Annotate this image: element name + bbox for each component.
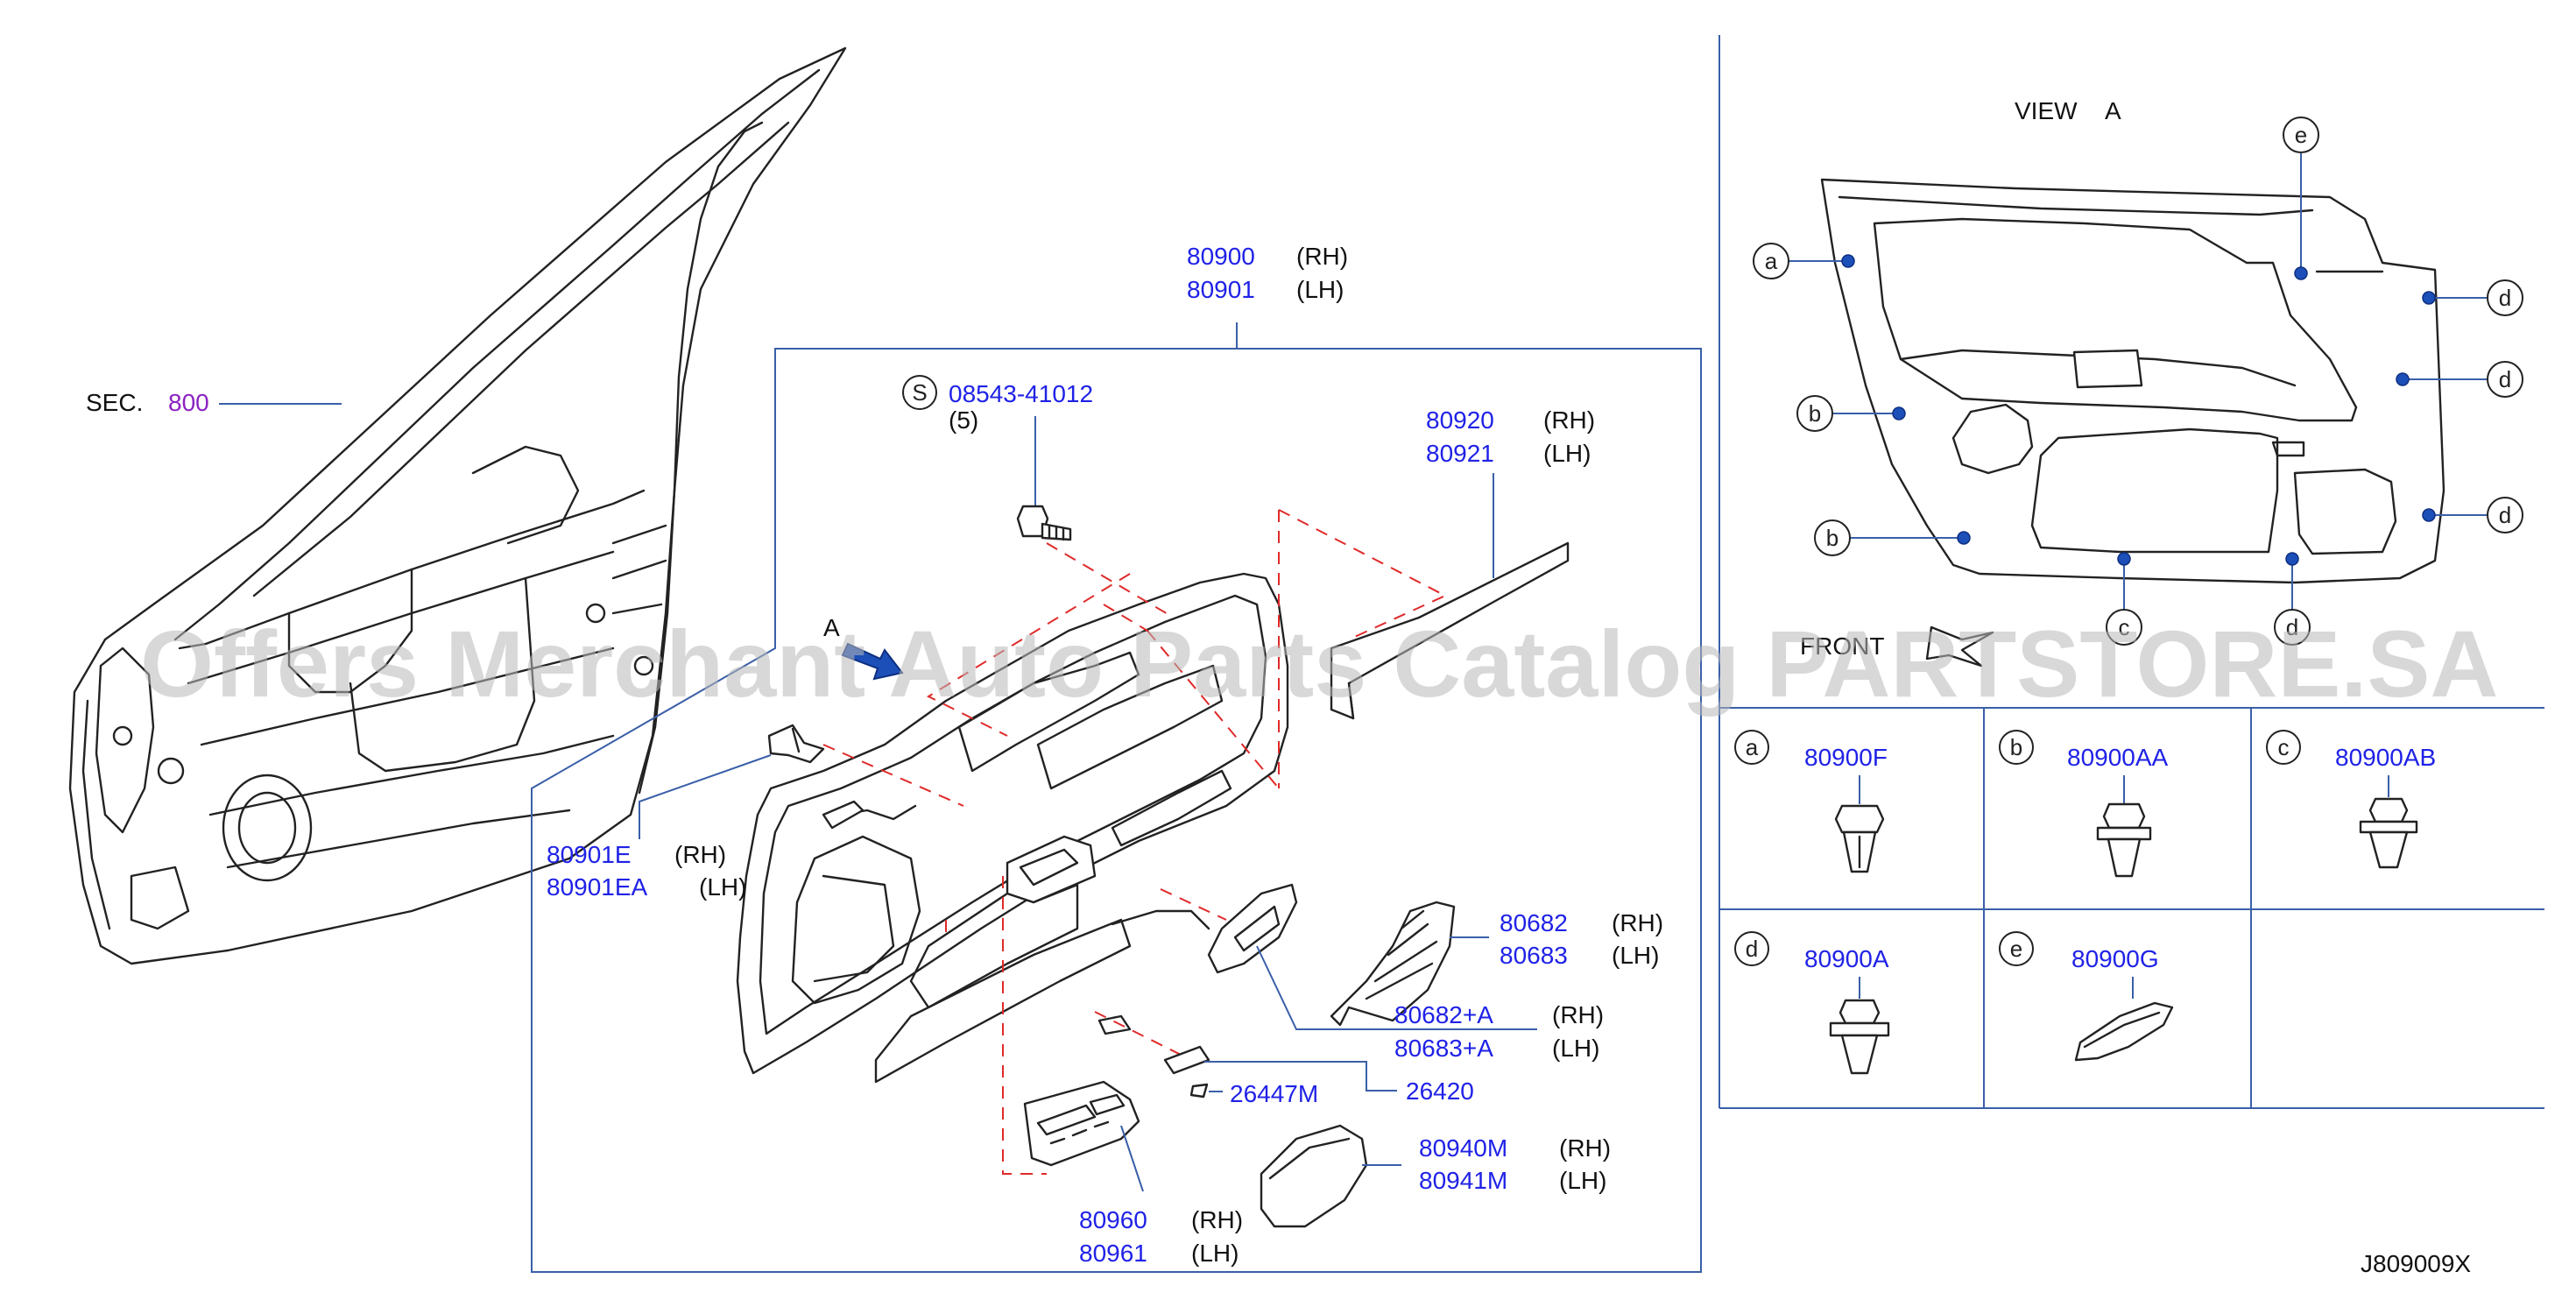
clip-cell-e: e 80900G (1999, 931, 2174, 1062)
armrest-pad-80940M-drawing (1260, 1124, 1368, 1228)
side-rh: (RH) (1559, 1134, 1611, 1162)
door-shell-drawing (68, 46, 847, 965)
part-80683[interactable]: 80683 (1500, 942, 1568, 969)
part-80900A[interactable]: 80900A (1804, 945, 1889, 972)
side-lh: (LH) (699, 873, 746, 901)
callout-b: b (1826, 525, 1838, 551)
escutcheon-80682A-drawing (1207, 883, 1298, 974)
side-lh: (LH) (1559, 1167, 1606, 1194)
part-08543-41012[interactable]: 08543-41012 (949, 380, 1093, 407)
clip-location-dot (2422, 508, 2436, 522)
part-80682+A[interactable]: 80682+A (1394, 1001, 1493, 1028)
part-80960[interactable]: 80960 (1079, 1206, 1147, 1233)
part-80900G[interactable]: 80900G (2071, 945, 2159, 972)
part-26420[interactable]: 26420 (1406, 1077, 1474, 1105)
side-lh: (LH) (1552, 1035, 1599, 1062)
screw-symbol-circle (902, 375, 937, 410)
part-80900AA[interactable]: 80900AA (2067, 744, 2169, 771)
sec-label: SEC. (86, 389, 143, 416)
view-letter: A (2105, 97, 2121, 124)
watermark-text: Offers Merchant Auto Parts Catalog PARTS… (140, 611, 2498, 717)
door-trim-panel-drawing (736, 572, 1289, 1084)
cover-80682-drawing (1330, 901, 1456, 1027)
screw-drawing (1016, 505, 1072, 541)
clip-location-dot (2285, 552, 2299, 566)
side-lh: (LH) (1296, 276, 1344, 303)
assembly-dashed-lines (822, 509, 1448, 1175)
callout-d: d (2499, 502, 2511, 528)
clip-cell-a: a 80900F (1734, 730, 1888, 873)
part-80941M[interactable]: 80941M (1419, 1167, 1507, 1194)
clip-letter: d (1746, 936, 1758, 962)
side-rh: (RH) (674, 841, 726, 868)
leader-80901E (639, 754, 772, 839)
part-80901EA[interactable]: 80901EA (547, 873, 648, 901)
clip-cell-d: d 80900A (1734, 931, 1890, 1075)
clip-location-dot (1957, 531, 1971, 545)
screw-quantity: (5) (949, 406, 978, 434)
side-lh: (LH) (1612, 942, 1659, 969)
clip-location-dot (2117, 552, 2131, 566)
clip-location-dot (2294, 266, 2308, 280)
leader-26420 (1204, 1061, 1397, 1092)
side-lh: (LH) (1191, 1240, 1239, 1267)
clip-location-dot (1841, 254, 1855, 268)
side-rh: (RH) (1296, 243, 1348, 270)
callout-e: e (2295, 122, 2307, 148)
callout-c: c (2119, 614, 2130, 640)
clip-location-dot (2422, 291, 2436, 305)
clip-letter: a (1746, 734, 1759, 760)
front-label: FRONT (1800, 632, 1884, 660)
screw-symbol: S (912, 379, 927, 406)
view-label: VIEW (2015, 97, 2078, 124)
part-80900AB[interactable]: 80900AB (2335, 744, 2436, 771)
part-80961[interactable]: 80961 (1079, 1240, 1147, 1267)
part-26447M[interactable]: 26447M (1230, 1080, 1318, 1107)
trim-assembly-frame (531, 348, 1702, 1273)
view-a-panel-drawing (1820, 178, 2445, 584)
side-lh: (LH) (1543, 440, 1591, 467)
sec-number-link[interactable]: 800 (168, 389, 209, 416)
part-80682[interactable]: 80682 (1500, 909, 1568, 936)
callout-d: d (2499, 366, 2511, 392)
leader-80682A (1256, 945, 1537, 1030)
window-switch-80960-drawing (1023, 1080, 1140, 1167)
switch-26420-drawing (1163, 1045, 1210, 1099)
part-80920[interactable]: 80920 (1426, 406, 1494, 434)
view-a-callouts: a b b c d d d d e (1753, 117, 2523, 646)
part-80901[interactable]: 80901 (1187, 276, 1255, 303)
clip-80901E-drawing (767, 724, 825, 764)
side-rh: (RH) (1552, 1001, 1604, 1028)
view-arrow-letter: A (823, 614, 840, 641)
side-rh: (RH) (1543, 406, 1595, 434)
callout-a: a (1765, 248, 1778, 274)
door-trim-strip-drawing (1330, 541, 1570, 720)
clip-letter: b (2010, 734, 2022, 760)
clip-cell-c: c 80900AB (2266, 730, 2436, 869)
clip-location-dot (1892, 406, 1906, 420)
view-arrow-icon (841, 642, 904, 681)
side-rh: (RH) (1191, 1206, 1243, 1233)
part-80683+A[interactable]: 80683+A (1394, 1035, 1493, 1062)
leader-80960 (1120, 1125, 1144, 1192)
clip-letter: e (2010, 936, 2022, 962)
callout-circle (1753, 243, 1789, 279)
clip-letter: c (2278, 734, 2290, 760)
clip-table-grid (1719, 707, 2544, 1109)
callout-b: b (1809, 400, 1821, 427)
part-80901E[interactable]: 80901E (547, 841, 632, 868)
part-80900F[interactable]: 80900F (1804, 744, 1888, 771)
part-80900[interactable]: 80900 (1187, 243, 1255, 270)
diagram-code: J809009X (2361, 1250, 2471, 1277)
front-arrow-icon (1925, 625, 1994, 668)
side-rh: (RH) (1612, 909, 1663, 936)
part-80921[interactable]: 80921 (1426, 440, 1494, 467)
clip-cell-b: b 80900AA (1999, 730, 2169, 878)
callout-d: d (2499, 285, 2511, 311)
callout-d: d (2286, 614, 2298, 640)
clip-location-dot (2396, 372, 2410, 386)
part-80940M[interactable]: 80940M (1419, 1134, 1507, 1162)
